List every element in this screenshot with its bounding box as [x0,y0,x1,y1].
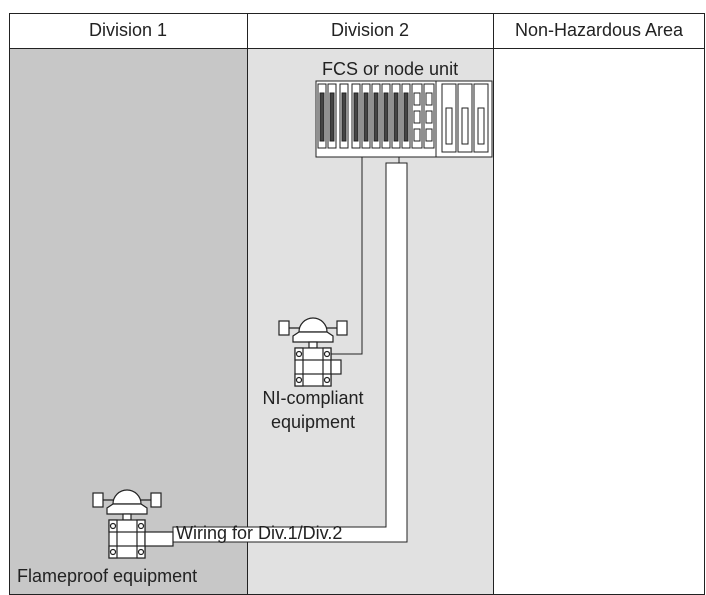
header-non-hazardous-area: Non-Hazardous Area [514,20,684,40]
ni-wiring-line [331,157,363,355]
ni-label-line-2: equipment [270,412,356,432]
flameproof-label: Flameproof equipment [17,566,198,586]
flameproof-transmitter-icon [92,489,174,559]
header-division-2: Division 2 [330,20,410,40]
fcs-rack-icon [315,80,493,158]
fcs-label: FCS or node unit [322,59,459,79]
table-grid [9,13,705,595]
ni-transmitter-icon [278,317,348,387]
ni-label-line-1: NI-compliant [262,388,364,408]
wiring-label: Wiring for Div.1/Div.2 [176,523,343,543]
div1-div2-wiring-conduit [172,157,408,543]
header-division-1: Division 1 [88,20,168,40]
